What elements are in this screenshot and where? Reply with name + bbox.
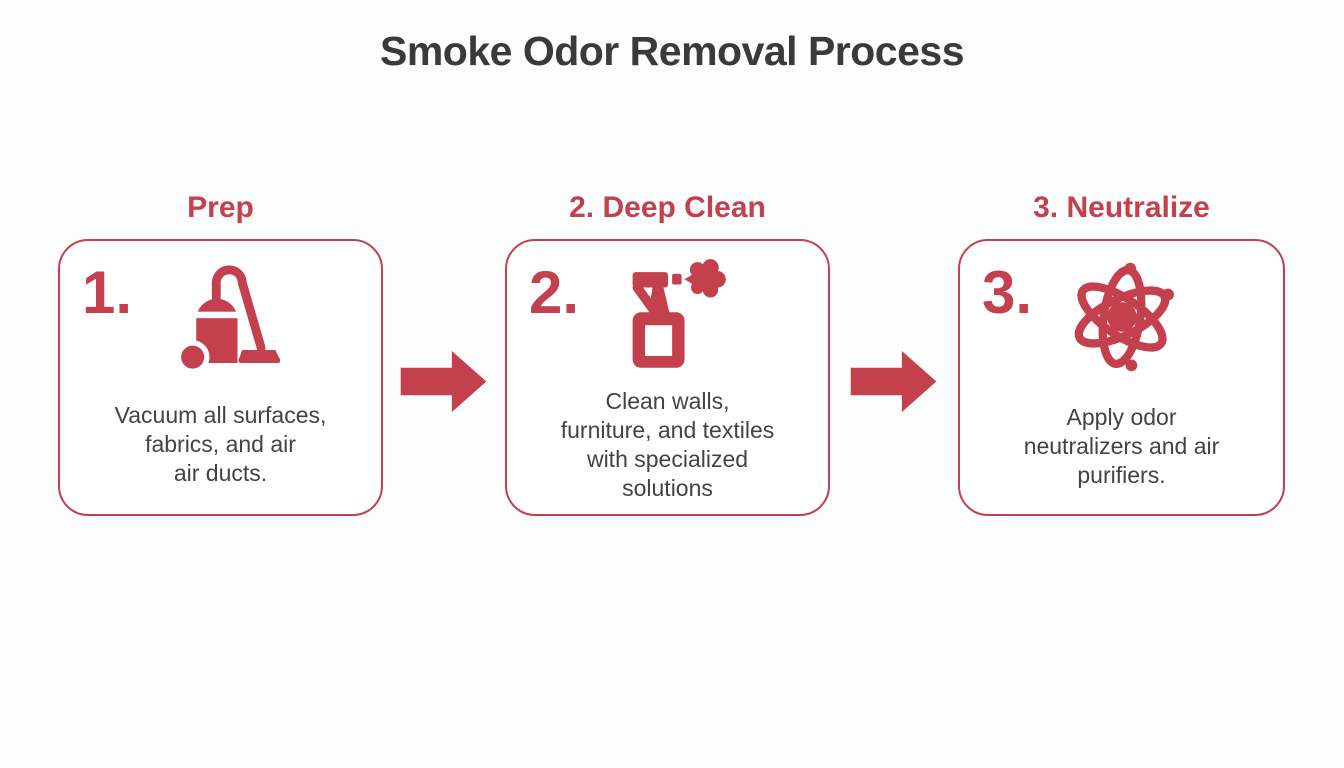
atom-icon [1063, 257, 1181, 377]
step-1-number: 1. [82, 259, 133, 326]
step-2-header: 2. Deep Clean [569, 191, 766, 224]
step-1-description: Vacuum all surfaces, fabrics, and air ai… [114, 402, 327, 486]
step-2-description: Clean walls, furniture, and textiles wit… [560, 388, 775, 501]
vacuum-icon [162, 257, 280, 377]
arrow-right-icon [850, 350, 938, 413]
step-3-number: 3. [982, 259, 1033, 326]
arrow-right-icon [400, 350, 488, 413]
step-3-description: Apply odor neutralizers and air purifier… [1023, 404, 1220, 488]
step-2-number: 2. [529, 259, 580, 326]
spray-bottle-icon [609, 257, 727, 377]
step-1-header: Prep [187, 191, 254, 224]
step-1-box: 1. Vacuum all surfaces, fabrics, and air… [58, 239, 383, 516]
step-3-box: 3. Apply odor neutralizers and air purif… [958, 239, 1285, 516]
step-3-header: 3. Neutralize [1033, 191, 1210, 224]
step-2-box: 2. [505, 239, 830, 516]
page-title: Smoke Odor Removal Process [379, 28, 965, 74]
